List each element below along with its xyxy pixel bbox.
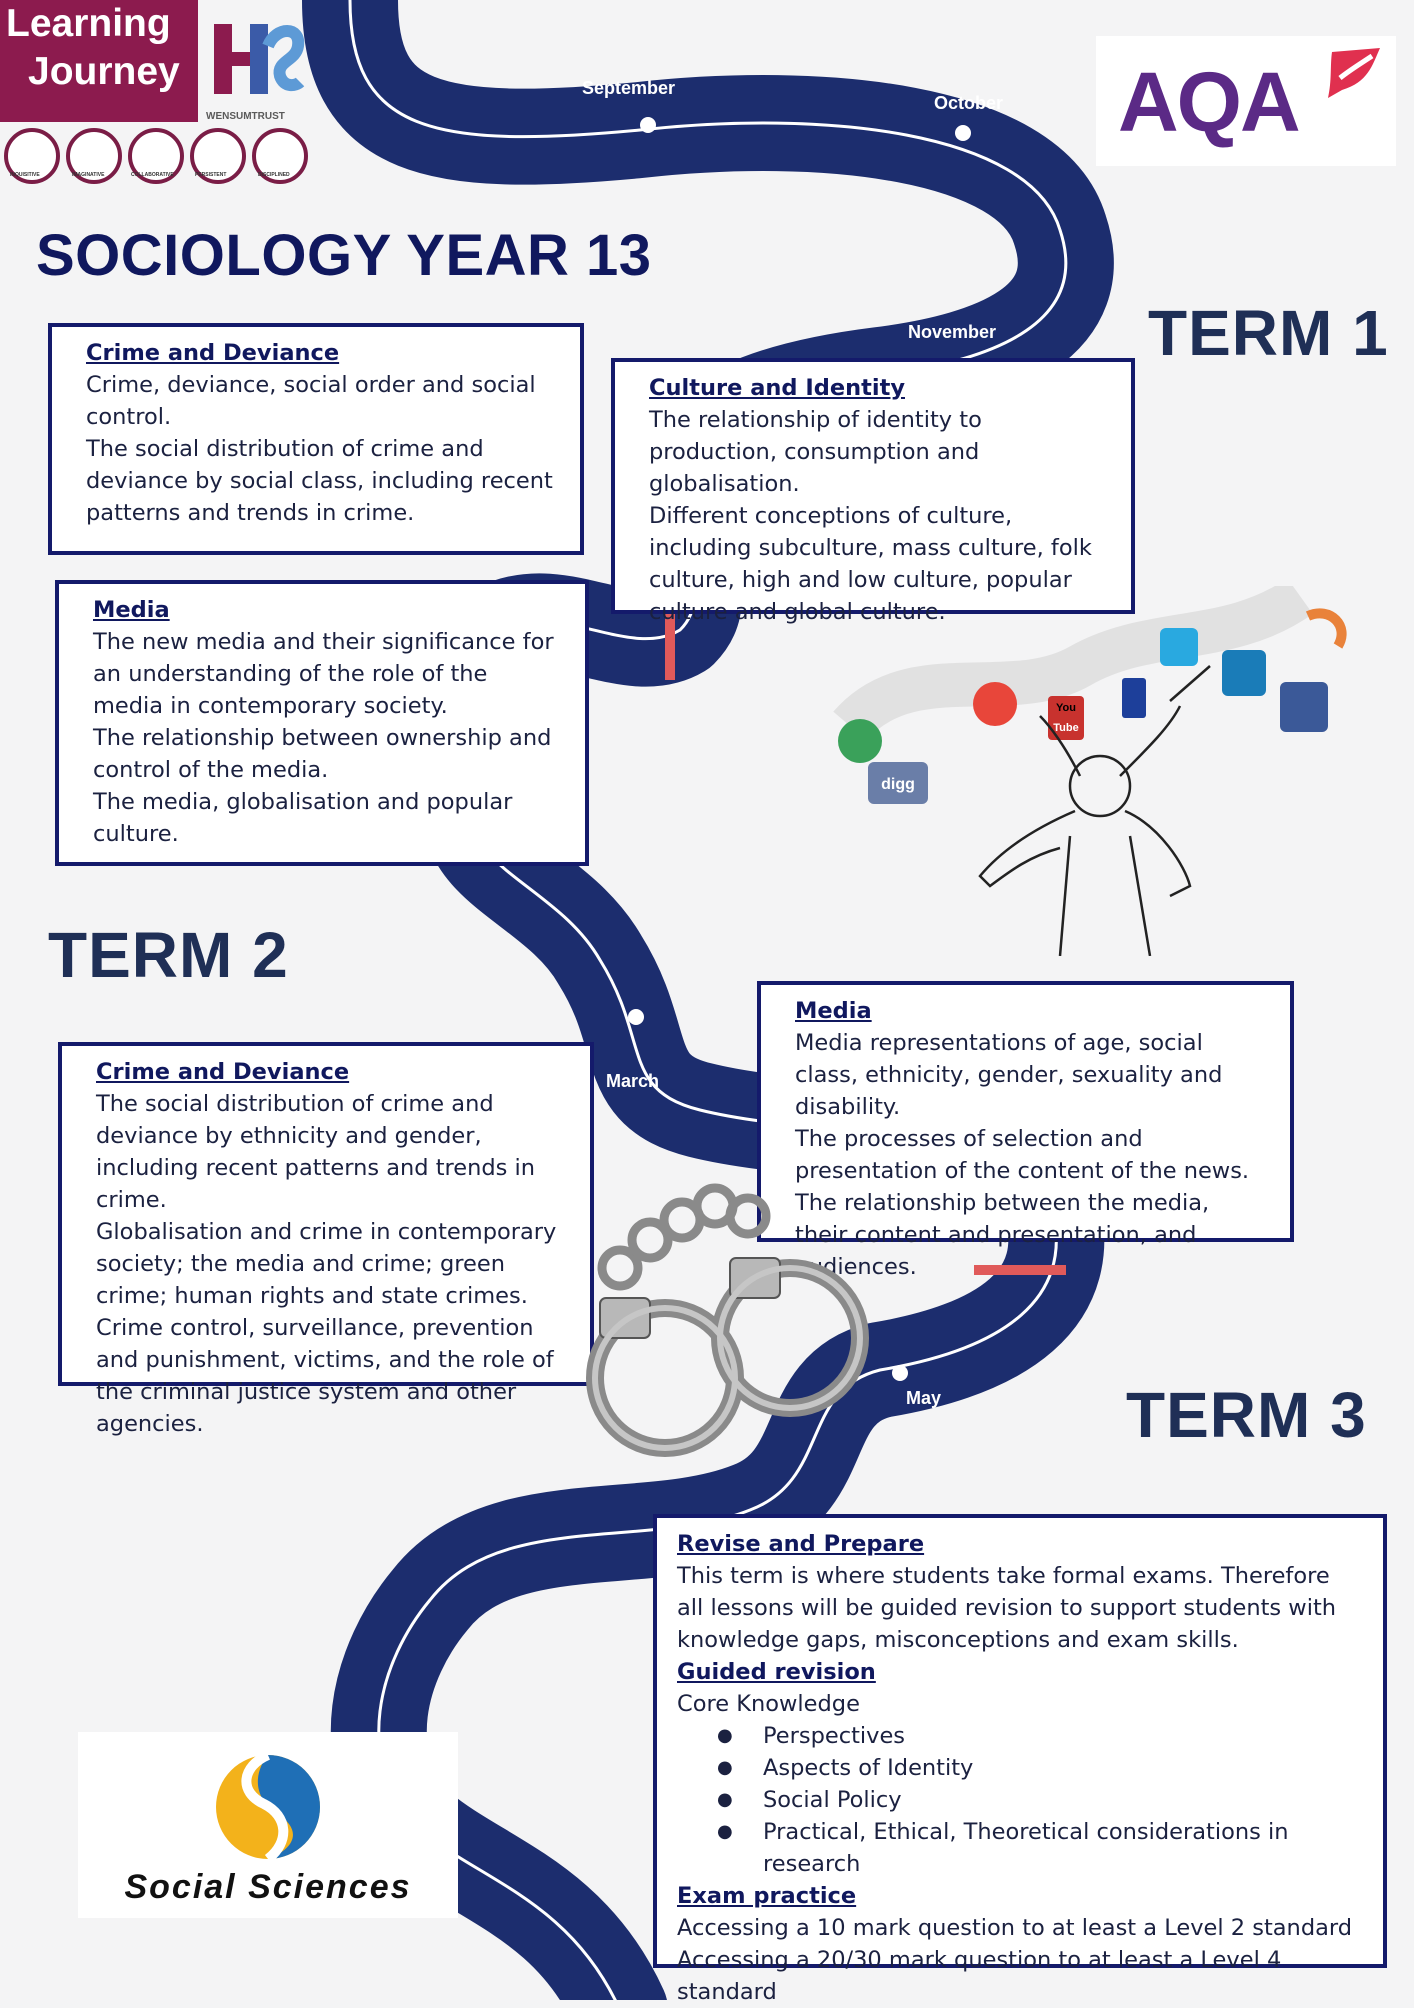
learning-journey-line1: Learning [6, 2, 171, 45]
box-line: The new media and their significance for… [93, 629, 554, 719]
box-line: The relationship between ownership and c… [93, 725, 552, 783]
learning-journey-line2: Journey [28, 50, 180, 93]
list-item: Perspectives [717, 1720, 1361, 1752]
box-line: Crime control, surveillance, prevention … [96, 1315, 554, 1437]
page-title: SOCIOLOGY YEAR 13 [36, 223, 652, 288]
box-heading: Crime and Deviance [96, 1059, 350, 1085]
collaborative-icon [128, 128, 184, 184]
inquisitive-icon [4, 128, 60, 184]
media-box-1: Media The new media and their significan… [55, 580, 589, 866]
aqa-logo: AQA [1096, 36, 1396, 166]
box-heading: Media [795, 998, 872, 1024]
box-line: The processes of selection and presentat… [795, 1126, 1250, 1184]
road-dot-may [892, 1365, 908, 1381]
trust-name: WENSUMTRUST [206, 111, 285, 122]
value-label: PERSISTENT [195, 172, 227, 178]
box-line: Media representations of age, social cla… [795, 1030, 1223, 1120]
month-march: March [606, 1071, 660, 1091]
road-dot-september [640, 117, 656, 133]
values-icons: INQUISITIVE IMAGINATIVE COLLABORATIVE PE… [0, 124, 318, 194]
guided-revision-heading: Guided revision [677, 1659, 876, 1685]
handcuffs-icon [586, 1183, 869, 1457]
exam-practice-heading: Exam practice [677, 1883, 857, 1909]
list-item: Aspects of Identity [717, 1752, 1361, 1784]
trust-emblem-icon [214, 24, 305, 94]
aqa-wordmark: AQA [1118, 55, 1301, 149]
revise-prepare-box: Revise and Prepare This term is where st… [653, 1514, 1387, 2005]
social-media-illustration: digg You Tube [830, 577, 1370, 957]
month-november: November [908, 322, 997, 342]
list-item: Practical, Ethical, Theoretical consider… [717, 1816, 1361, 1880]
box-heading: Media [93, 597, 170, 623]
disciplined-icon [252, 128, 308, 184]
box-heading: Culture and Identity [649, 375, 905, 401]
value-label: INQUISITIVE [10, 172, 40, 178]
conductor-icon: digg You Tube [833, 577, 1347, 957]
crime-deviance-box-1: Crime and Deviance Crime, deviance, soci… [48, 323, 584, 555]
month-may: May [906, 1388, 942, 1408]
handcuffs-illustration [580, 1178, 890, 1508]
media-box-2: Media Media representations of age, soci… [757, 981, 1294, 1280]
culture-identity-box: Culture and Identity The relationship of… [611, 358, 1135, 625]
box-heading: Revise and Prepare [677, 1531, 925, 1557]
month-october: October [934, 93, 1004, 113]
road-dot-march [628, 1009, 644, 1025]
aqa-mark-icon [1328, 48, 1380, 98]
month-september: September [582, 78, 676, 98]
learning-journey-logo: Learning Journey [0, 0, 198, 122]
term-1-label: TERM 1 [1148, 297, 1389, 369]
core-knowledge-label: Core Knowledge [677, 1691, 860, 1717]
box-line: The relationship of identity to producti… [649, 407, 982, 497]
list-item: Social Policy [717, 1784, 1361, 1816]
road-marker-2 [974, 1265, 1066, 1275]
box-line: The relationship between the media, thei… [795, 1190, 1210, 1280]
youtube-you-label: You [1056, 702, 1076, 714]
digg-label: digg [881, 776, 915, 793]
box-line: The media, globalisation and popular cul… [93, 789, 513, 847]
value-label: DISCIPLINED [258, 172, 290, 178]
box-line: Globalisation and crime in contemporary … [96, 1219, 557, 1309]
box-intro: This term is where students take formal … [677, 1563, 1337, 1653]
value-label: COLLABORATIVE [131, 172, 174, 178]
road-dot-october [955, 125, 971, 141]
term-2-label: TERM 2 [48, 919, 289, 991]
social-sciences-wordmark: Social Sciences [124, 1868, 412, 1906]
road-marker-1 [665, 608, 675, 680]
box-line: The social distribution of crime and dev… [96, 1091, 536, 1213]
youtube-tube-label: Tube [1053, 722, 1078, 734]
imaginative-icon [66, 128, 122, 184]
crime-deviance-box-2: Crime and Deviance The social distributi… [58, 1042, 594, 1437]
exam-line: Accessing a 10 mark question to at least… [677, 1915, 1353, 1941]
persistent-icon [190, 128, 246, 184]
term-3-label: TERM 3 [1126, 1379, 1367, 1451]
box-line: Different conceptions of culture, includ… [649, 503, 1092, 625]
social-sciences-s-icon [216, 1752, 320, 1862]
box-line: The social distribution of crime and dev… [86, 436, 553, 526]
value-label: IMAGINATIVE [72, 172, 105, 178]
exam-line: Accessing a 20/30 mark question to at le… [677, 1947, 1282, 2005]
box-line: Crime, deviance, social order and social… [86, 372, 536, 430]
trust-logo: WENSUMTRUST [206, 6, 306, 122]
box-heading: Crime and Deviance [86, 340, 340, 366]
social-sciences-logo: Social Sciences [78, 1732, 458, 1918]
core-knowledge-list: Perspectives Aspects of Identity Social … [677, 1720, 1361, 1880]
